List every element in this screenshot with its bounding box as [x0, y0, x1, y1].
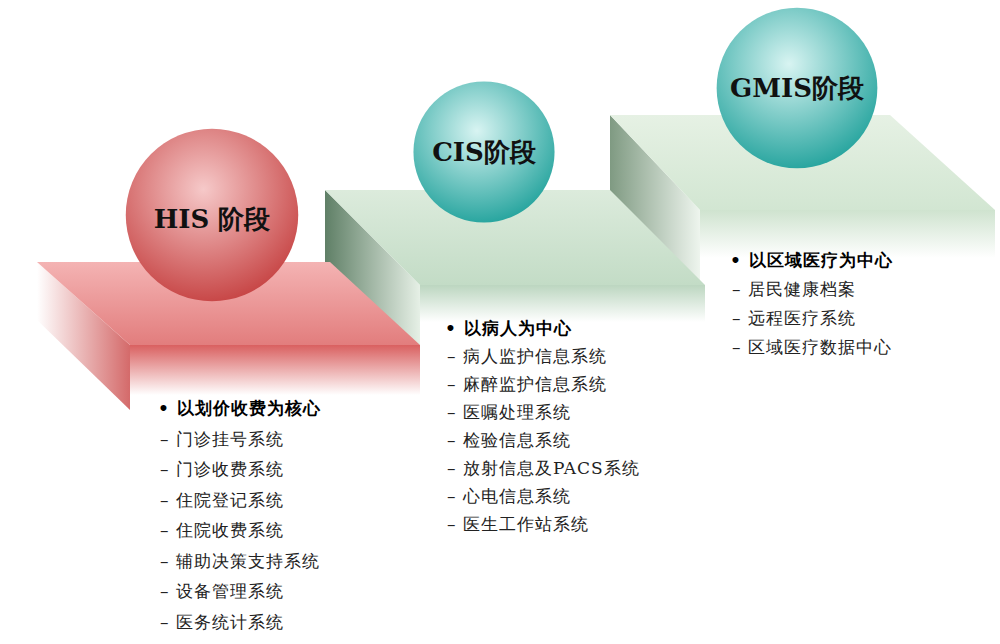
system-item: – 检验信息系统	[447, 429, 571, 452]
system-item: – 区域医疗数据中心	[732, 336, 892, 359]
system-item: – 放射信息及PACS系统	[447, 457, 640, 480]
system-item: – 门诊收费系统	[160, 458, 284, 481]
stage-circle: CIS阶段	[412, 80, 556, 224]
system-item: – 居民健康档案	[732, 278, 856, 301]
stage-circle: HIS 阶段	[124, 127, 300, 303]
system-item: – 医务统计系统	[160, 611, 284, 634]
stage-focus: • 以病人为中心	[445, 317, 572, 340]
system-item: – 辅助决策支持系统	[160, 550, 320, 573]
stage-title: CIS阶段	[432, 135, 536, 170]
system-item: – 门诊挂号系统	[160, 428, 284, 451]
stage-title: GMIS阶段	[730, 71, 864, 106]
stage-circle: GMIS阶段	[715, 6, 879, 170]
system-item: – 麻醉监护信息系统	[447, 373, 607, 396]
system-item: – 医生工作站系统	[447, 513, 589, 536]
system-item: – 病人监护信息系统	[447, 345, 607, 368]
system-item: – 住院登记系统	[160, 489, 284, 512]
system-item: – 设备管理系统	[160, 580, 284, 603]
system-item: – 住院收费系统	[160, 519, 284, 542]
system-item: – 心电信息系统	[447, 485, 571, 508]
stage-focus: • 以区域医疗为中心	[730, 249, 893, 272]
system-item: – 医嘱处理系统	[447, 401, 571, 424]
system-item: – 远程医疗系统	[732, 307, 856, 330]
stage-focus: • 以划价收费为核心	[158, 397, 321, 420]
stage-title: HIS 阶段	[154, 202, 271, 237]
